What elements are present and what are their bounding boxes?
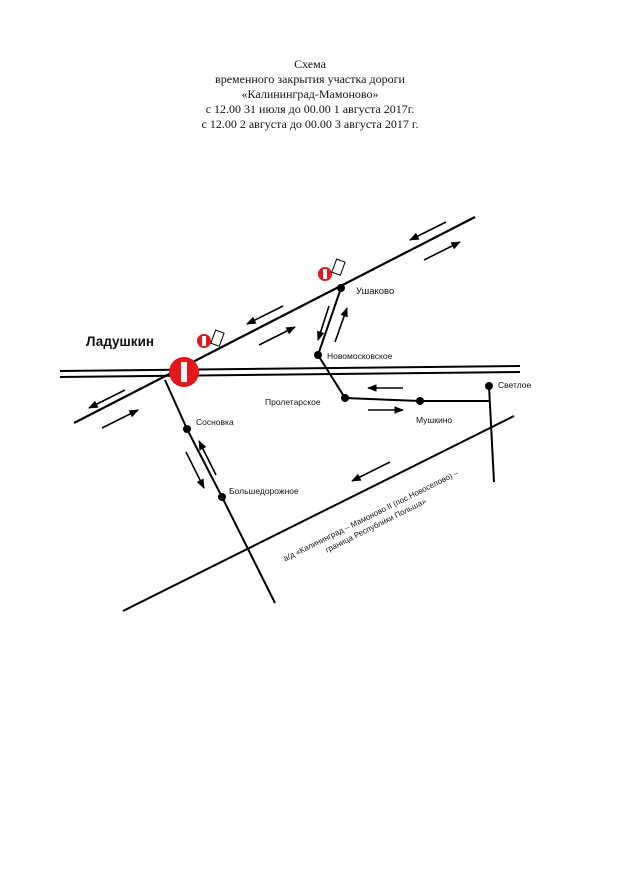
road-sosnovka — [164, 379, 276, 604]
dot-novomoskovskoe — [314, 351, 322, 359]
title-line-5: с 12.00 2 августа до 00.00 3 августа 201… — [201, 117, 419, 131]
label-highway-line1: а/д «Калининград – Мамоново II (пос.Ново… — [282, 468, 460, 563]
arrow-main-2 — [423, 241, 461, 261]
arrow-main-3 — [246, 305, 284, 325]
label-bolshedorozhnoe: Большедорожное — [229, 486, 299, 496]
label-sosnovka: Сосновка — [196, 417, 234, 427]
arrow-sosnovka-2 — [198, 440, 217, 476]
scheme-title: Схема временного закрытия участка дороги… — [0, 57, 620, 132]
main-road — [73, 216, 476, 424]
label-novomoskovskoe: Новомосковское — [327, 351, 393, 361]
title-line-1: Схема — [294, 57, 326, 71]
title-line-2: временного закрытия участка дороги — [215, 72, 405, 86]
dot-mushkino — [416, 397, 424, 405]
label-svetloe: Светлое — [498, 380, 531, 390]
dot-proletarskoe — [341, 394, 349, 402]
arrow-branch-1 — [317, 305, 330, 341]
label-proletarskoe: Пролетарское — [265, 397, 321, 407]
label-ushakovo: Ушаково — [356, 286, 394, 297]
dot-sosnovka — [183, 425, 191, 433]
arrow-main-1 — [409, 221, 447, 241]
dot-ushakovo — [337, 284, 345, 292]
arrow-sosnovka-1 — [185, 451, 205, 489]
railway — [59, 365, 521, 378]
arrow-branch-2 — [334, 307, 348, 343]
arrow-main-6 — [101, 409, 139, 429]
title-line-3: «Калининград-Мамоново» — [241, 87, 379, 101]
closure-sign-ladushkin-icon — [197, 329, 225, 348]
arrow-highway — [351, 461, 391, 482]
dot-bolshedorozhnoe — [218, 493, 226, 501]
road-ushakovo — [316, 287, 489, 402]
closure-sign-ushakovo-icon — [318, 258, 346, 281]
arrow-main-4 — [258, 326, 296, 346]
arrow-main-5 — [88, 389, 126, 409]
label-mushkino: Мушкино — [416, 415, 452, 425]
dot-svetloe — [485, 382, 493, 390]
road-svetloe — [488, 385, 495, 483]
no-entry-sign-icon — [169, 357, 199, 387]
title-line-4: с 12.00 31 июля до 00.00 1 августа 2017г… — [205, 102, 415, 116]
highway-poland — [122, 415, 515, 612]
label-ladushkin: Ладушкин — [86, 334, 154, 349]
